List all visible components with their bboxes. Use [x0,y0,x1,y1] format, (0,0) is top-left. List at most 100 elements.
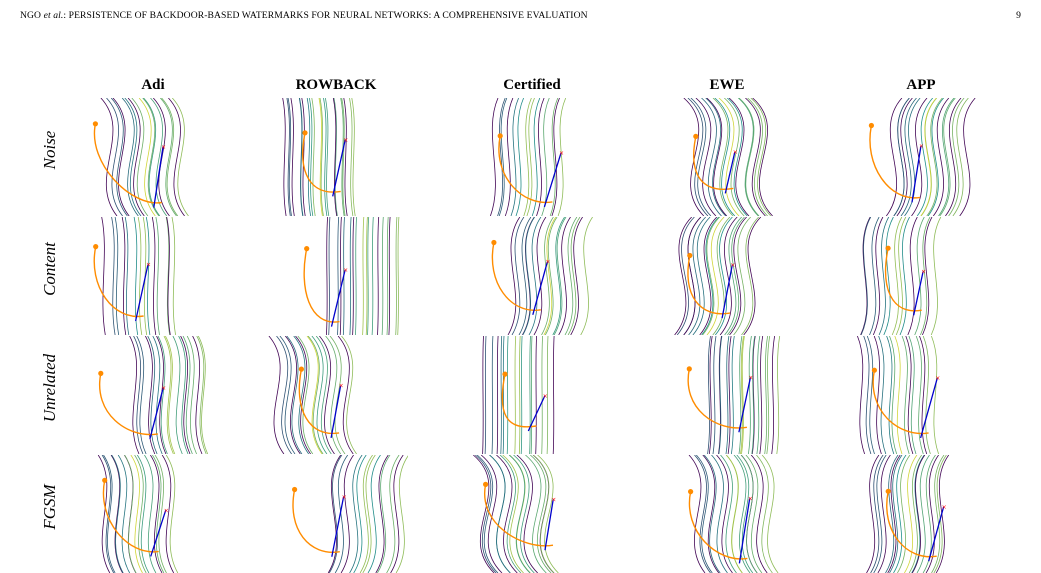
contour-line [939,98,956,216]
contour-line [165,217,171,335]
orange-start-marker [502,371,508,377]
contour-line [925,455,939,573]
contour-panel-app-fgsm: × [850,455,990,573]
contour-line [719,217,738,335]
contour-line [328,217,331,335]
contour-line [883,217,894,335]
orange-trajectory [693,136,734,190]
contour-line [365,217,368,335]
blue-trajectory [928,506,945,562]
contour-line [536,98,545,216]
blue-trajectory [330,385,342,439]
contour-plot: × [98,336,209,454]
contour-line [279,336,296,454]
orange-start-marker [92,121,98,127]
contour-line [502,455,524,573]
contour-line [930,217,942,335]
contour-line [557,98,567,216]
contour-panel-certified-noise: × [463,98,603,216]
contour-line [525,455,547,573]
contour-line [327,455,342,573]
orange-start-marker [686,366,692,372]
contour-line [490,98,499,216]
contour-line [727,336,732,454]
contour-line [707,336,711,454]
contour-line [145,217,151,335]
red-marker: × [339,383,344,390]
contour-line [301,98,306,216]
contour-line [329,336,346,454]
contour-line [106,98,123,216]
contour-line [694,455,711,573]
contour-line [353,455,367,573]
orange-trajectory [872,370,929,435]
contour-line [920,217,931,335]
contour-line [152,336,163,454]
contour-line [507,217,521,335]
blue-trajectory [738,377,752,433]
contour-line [484,336,487,454]
contour-line [870,455,884,573]
contour-line [718,98,740,216]
contour-line [748,336,752,454]
contour-line [750,455,768,573]
contour-panel-certified-content: × [463,217,603,335]
contour-panel-adi-noise: × [73,98,213,216]
contour-line [952,98,969,216]
orange-start-marker [98,370,104,376]
contour-line [157,336,168,454]
contour-line [544,217,558,335]
contour-line [708,336,713,454]
contour-line [688,455,706,573]
contour-line [196,336,207,454]
contour-line [741,336,745,454]
contour-panel-ewe-fgsm: × [658,455,798,573]
contour-line [948,98,965,216]
contour-line [727,217,745,335]
contour-line [186,336,197,454]
contour-line [549,98,559,216]
contour-line [740,336,744,454]
contour-panel-ewe-noise: × [658,98,798,216]
contour-line [904,455,918,573]
contour-line [349,455,363,573]
contour-line [922,336,931,454]
contour-line [529,336,531,454]
contour-line [745,455,763,573]
blue-trajectory [724,151,736,194]
contour-panel-adi-unrelated: × [73,336,213,454]
contour-line [692,217,711,335]
contour-line [352,217,355,335]
contour-line [171,217,176,335]
contour-line [674,217,692,335]
contour-line [712,336,717,454]
blue-trajectory [544,499,554,551]
contour-line [724,217,742,335]
contour-line [397,217,400,335]
contour-line [178,336,189,454]
contour-line [908,455,923,573]
contour-line [750,98,772,216]
red-marker: × [559,150,564,157]
contour-line [537,455,559,573]
contour-line [137,217,143,335]
contour-line [857,336,865,454]
contour-line [514,336,517,454]
contour-line [736,455,754,573]
contour-line [878,217,890,335]
contour-line [386,455,400,573]
contour-line [729,217,747,335]
red-marker: × [921,269,926,276]
contour-line [740,455,758,573]
contour-line [362,455,376,573]
contour-line [297,336,314,454]
blue-trajectory [919,377,938,439]
contour-line [701,98,722,216]
column-title-app: APP [906,77,936,93]
contour-line [922,217,933,335]
contour-line [117,455,131,573]
contour-line [341,98,346,216]
contour-line [889,336,898,454]
contour-line [751,336,756,454]
contour-line [725,455,743,573]
